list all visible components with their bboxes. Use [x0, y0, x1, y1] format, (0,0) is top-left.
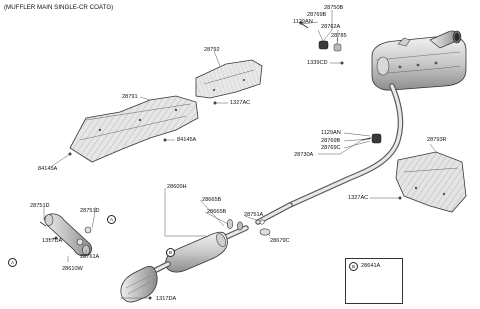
main-muffler — [371, 30, 467, 91]
callout-b-pipe: B — [166, 248, 175, 257]
center-muffler — [120, 225, 249, 303]
callout-b-box: B — [349, 262, 358, 271]
label-28665B-mid: 28665B — [207, 209, 227, 215]
label-1327AC-right: 1327AC — [348, 195, 369, 201]
label-28793R: 28793R — [427, 137, 447, 143]
label-28679C: 28679C — [270, 238, 290, 244]
label-1129AN-top: 1129AN — [293, 19, 313, 25]
label-1327AC-top: 1327AC — [230, 100, 251, 106]
label-1317DA-bottom: 1317DA — [156, 296, 177, 302]
label-28769B-mid: 28769B — [321, 138, 341, 144]
label-28665B-top: 28665B — [202, 197, 222, 203]
label-28750B: 28750B — [324, 5, 344, 11]
diagram-title: (MUFFLER MAIN SINGLE-CR COATG) — [4, 4, 114, 11]
label-28751D-left: 28751D — [30, 203, 50, 209]
label-28641A: 28641A — [361, 263, 381, 269]
label-1339CD: 1339CD — [307, 60, 328, 66]
label-28761A: 28761A — [80, 254, 100, 260]
label-28751D-right: 28751D — [80, 208, 100, 214]
label-1129AN-mid: 1129AN — [321, 130, 341, 136]
label-28791: 28791 — [122, 94, 138, 100]
label-28762A: 28762A — [321, 24, 341, 30]
label-28600H: 28600H — [167, 184, 187, 190]
rear-pipe — [255, 83, 404, 225]
label-84145A-right: 84145A — [177, 137, 197, 143]
heat-protector-28791 — [69, 95, 199, 163]
label-28730A: 28730A — [294, 152, 314, 158]
label-1317DA-left: 1317DA — [42, 238, 63, 244]
label-28792: 28792 — [204, 47, 220, 53]
front-pipe-28610W — [39, 213, 92, 257]
heat-protector-28792 — [195, 59, 263, 99]
label-28610W: 28610W — [62, 266, 83, 272]
label-28785: 28785 — [331, 33, 347, 39]
callout-a-right: A — [107, 215, 116, 224]
label-28769C: 28769C — [321, 145, 341, 151]
gaskets — [226, 219, 271, 236]
hangers-mid — [361, 133, 382, 144]
leader-lines — [43, 10, 437, 299]
hangers-top — [299, 21, 344, 65]
label-28769B-top: 28769B — [307, 12, 327, 18]
label-84145A-left: 84145A — [38, 166, 58, 172]
heat-protector-28793R — [395, 151, 467, 213]
callout-a-left: A — [8, 258, 17, 267]
label-28751A: 28751A — [244, 212, 264, 218]
